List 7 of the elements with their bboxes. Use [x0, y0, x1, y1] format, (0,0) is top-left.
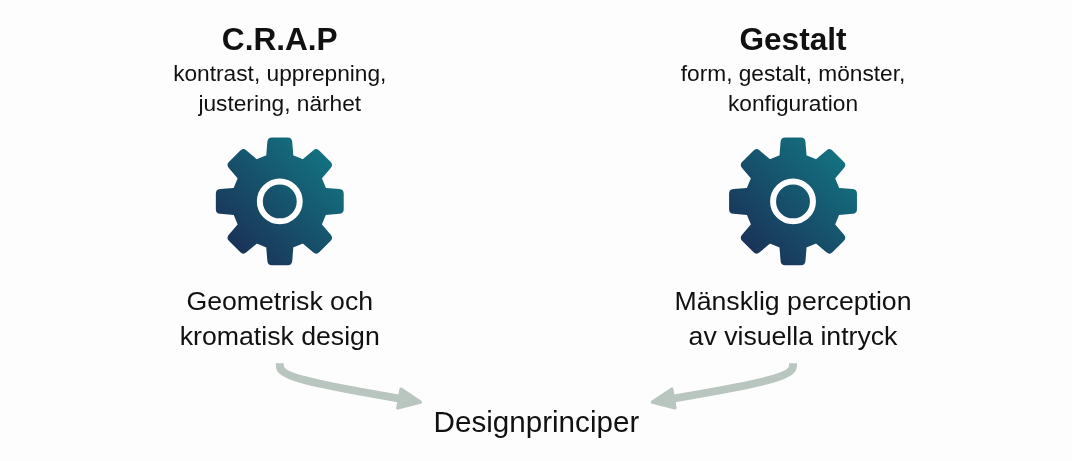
description: Mänsklig perception av visuella intryck: [673, 285, 913, 353]
node-label: Designprinciper: [433, 404, 639, 441]
heading: Gestalt: [738, 20, 848, 60]
subtitle: kontrast, upprepning, justering, närhet: [171, 59, 387, 118]
subtitle: form, gestalt, mönster, konfiguration: [679, 59, 906, 118]
description: Geometrisk och kromatisk design: [178, 285, 381, 353]
heading: C.R.A.P: [220, 20, 339, 60]
